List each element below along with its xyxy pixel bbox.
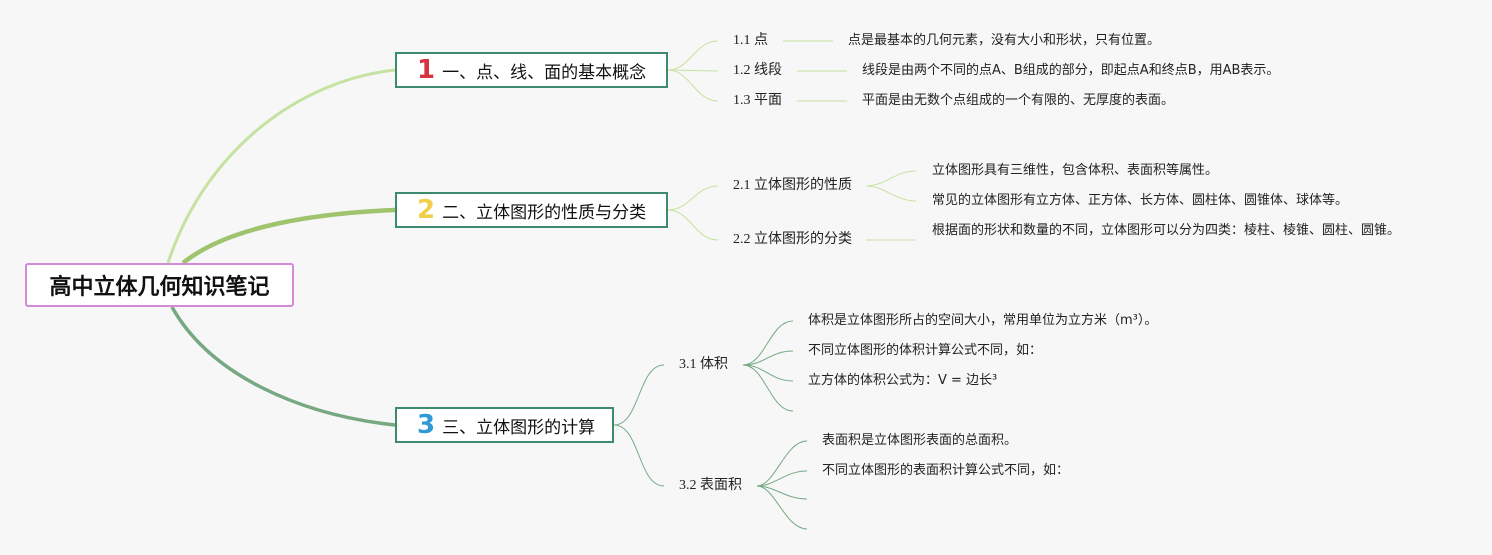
note-2-2[interactable]: 根据面的形状和数量的不同，立体图形可以分为四类：棱柱、棱锥、圆柱、圆锥。 — [932, 223, 1401, 238]
fan-topic-3 — [613, 320, 808, 530]
topic-basic-concepts[interactable]: 1 一、点、线、面的基本概念 — [395, 52, 668, 88]
subtopic-2-1[interactable]: 2.1 立体图形的性质 — [733, 178, 852, 193]
subtopic-1-1[interactable]: 1.1 点 — [733, 33, 768, 48]
number-two-icon: 2 — [417, 195, 436, 225]
number-one-icon: 1 — [417, 55, 436, 85]
fan-topic-1 — [667, 40, 847, 102]
branch-line-1 — [166, 68, 396, 264]
topic-calculation[interactable]: 3 三、立体图形的计算 — [395, 407, 614, 443]
note-2-1-b[interactable]: 常见的立体图形有立方体、正方体、长方体、圆柱体、圆锥体、球体等。 — [932, 193, 1349, 208]
note-1-3[interactable]: 平面是由无数个点组成的一个有限的、无厚度的表面。 — [862, 93, 1175, 108]
note-3-1-a[interactable]: 体积是立体图形所占的空间大小，常用单位为立方米（m³）。 — [808, 313, 1158, 328]
note-3-1-b[interactable]: 不同立体图形的体积计算公式不同，如： — [808, 343, 1043, 358]
topic-label: 一、点、线、面的基本概念 — [442, 62, 647, 83]
note-3-2-a[interactable]: 表面积是立体图形表面的总面积。 — [822, 433, 1018, 448]
note-3-1-c[interactable]: 立方体的体积公式为：V = 边长³ — [808, 373, 998, 388]
root-title: 高中立体几何知识笔记 — [49, 275, 270, 300]
topic-properties-classification[interactable]: 2 二、立体图形的性质与分类 — [395, 192, 668, 228]
subtopic-1-3[interactable]: 1.3 平面 — [733, 93, 782, 108]
note-3-2-b[interactable]: 不同立体图形的表面积计算公式不同，如： — [822, 463, 1070, 478]
branch-line-2 — [181, 207, 396, 265]
topic-label: 二、立体图形的性质与分类 — [442, 202, 647, 223]
subtopic-3-2[interactable]: 3.2 表面积 — [679, 478, 742, 493]
branch-line-3 — [170, 306, 396, 427]
note-2-1-a[interactable]: 立体图形具有三维性，包含体积、表面积等属性。 — [932, 163, 1219, 178]
subtopic-2-2[interactable]: 2.2 立体图形的分类 — [733, 232, 852, 247]
number-three-icon: 3 — [417, 410, 436, 440]
fan-topic-2 — [667, 170, 917, 241]
topic-label: 三、立体图形的计算 — [442, 417, 596, 438]
note-1-2[interactable]: 线段是由两个不同的点A、B组成的部分，即起点A和终点B，用AB表示。 — [862, 63, 1280, 78]
subtopic-1-2[interactable]: 1.2 线段 — [733, 63, 782, 78]
note-1-1[interactable]: 点是最基本的几何元素，没有大小和形状，只有位置。 — [848, 33, 1161, 48]
subtopic-3-1[interactable]: 3.1 体积 — [679, 357, 728, 372]
root-topic[interactable]: 高中立体几何知识笔记 — [25, 263, 294, 307]
